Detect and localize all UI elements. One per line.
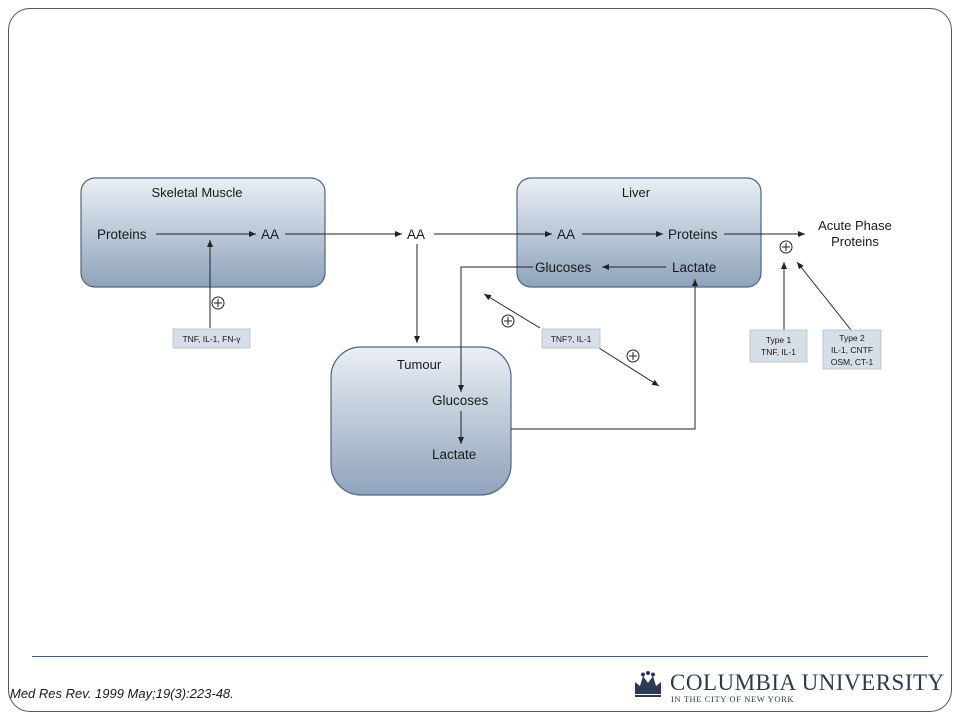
type2-box — [822, 329, 882, 370]
arrow-tumour-cytokines-lower — [598, 347, 660, 387]
muscle-proteins-label: Proteins — [97, 227, 147, 242]
tumour-box — [330, 346, 512, 496]
free-aa-label: AA — [407, 227, 425, 242]
columbia-university-logo: COLUMBIA UNIVERSITY IN THE CITY OF NEW Y… — [632, 664, 944, 708]
slide-frame — [8, 8, 952, 712]
acute-phase-label-line1: Acute Phase — [818, 218, 892, 233]
tumour-lactate-label: Lactate — [432, 447, 476, 462]
tumour-glucoses-label: Glucoses — [432, 393, 489, 408]
type1-line2: TNF, IL-1 — [761, 347, 796, 357]
arrow-tumour-cytokines-upper — [483, 293, 541, 329]
type1-box — [749, 329, 808, 363]
arrow-liver-glucoses-to-tumour-glucoses — [458, 266, 533, 392]
cytokines-tumour-label: TNF?, IL-1 — [551, 334, 592, 344]
acute-phase-label-line2: Proteins — [831, 234, 879, 249]
liver-proteins-label: Proteins — [668, 227, 718, 242]
liver-glucoses-label: Glucoses — [535, 260, 592, 275]
type2-line1: Type 2 — [839, 333, 865, 343]
crown-icon — [635, 671, 661, 697]
skeletal-muscle-title: Skeletal Muscle — [151, 185, 242, 200]
cytokines-muscle-box — [172, 328, 251, 349]
logo-subtitle: IN THE CITY OF NEW YORK — [671, 694, 795, 704]
liver-box — [516, 177, 762, 288]
cytokines-muscle-label: TNF, IL-1, FN-γ — [182, 334, 241, 344]
arrow-type2-to-acute-phase — [796, 261, 852, 331]
logo-name: COLUMBIA UNIVERSITY — [670, 670, 945, 695]
arrow-tumour-to-liver-lactate — [511, 279, 698, 430]
liver-aa-label: AA — [557, 227, 575, 242]
liver-lactate-label: Lactate — [672, 260, 716, 275]
type2-line2: IL-1, CNTF — [831, 345, 873, 355]
type1-line1: Type 1 — [766, 335, 792, 345]
skeletal-muscle-box — [80, 177, 326, 288]
plus-icon-tumour-lower — [626, 349, 640, 363]
type2-line3: OSM, CT-1 — [831, 357, 874, 367]
plus-icon-tumour-upper — [501, 314, 515, 328]
tumour-title: Tumour — [397, 357, 442, 372]
plus-icon-acute-phase — [779, 240, 793, 254]
muscle-aa-label: AA — [261, 227, 279, 242]
cytokines-tumour-box — [541, 328, 601, 349]
plus-icon-muscle — [211, 296, 225, 310]
citation: Med Res Rev. 1999 May;19(3):223-48. — [10, 686, 234, 701]
footer-rule — [32, 656, 928, 657]
liver-title: Liver — [622, 185, 651, 200]
